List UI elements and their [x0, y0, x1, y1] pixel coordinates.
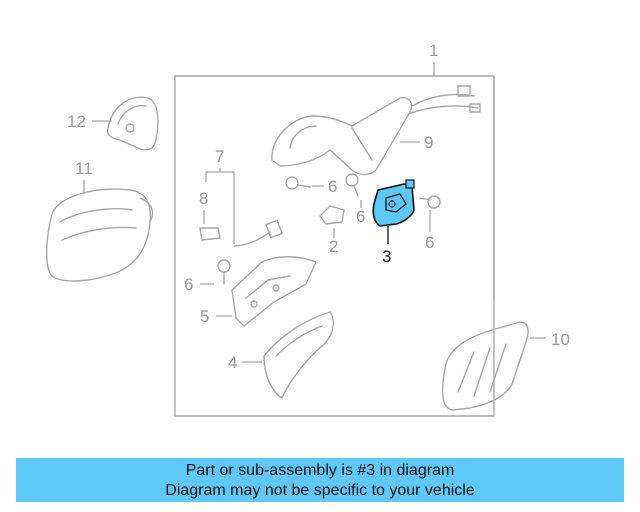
caption-line-1: Part or sub-assembly is #3 in diagram [185, 462, 455, 479]
label-8: 8 [199, 189, 208, 208]
label-2: 2 [329, 237, 338, 256]
label-6c: 6 [425, 233, 434, 252]
part-11-mirror-housing [46, 188, 154, 282]
part-10-mirror-glass [441, 321, 529, 411]
part-4-lower-cover [263, 311, 334, 399]
part-7-wire-harness [233, 219, 283, 247]
part-6-screw-c [419, 195, 441, 209]
label-10: 10 [551, 330, 570, 349]
label-4: 4 [228, 353, 237, 372]
part-2-cap [319, 205, 345, 225]
label-7: 7 [215, 147, 224, 166]
part-9-mirror-base [271, 85, 481, 176]
part-6-screw-b [345, 173, 359, 197]
label-1: 1 [429, 41, 438, 60]
part-12-cover [106, 96, 159, 151]
label-3: 3 [382, 247, 391, 266]
part-6-screw-d [217, 259, 231, 285]
label-9: 9 [424, 133, 433, 152]
caption-banner: Part or sub-assembly is #3 in diagram Di… [16, 458, 624, 502]
parts-diagram: 1 12 11 9 7 8 6 [46, 41, 570, 417]
caption-line-2: Diagram may not be specific to your vehi… [165, 482, 475, 499]
label-12: 12 [67, 112, 86, 131]
part-6-screw-a [285, 176, 311, 190]
part-3-actuator-highlighted [372, 179, 415, 227]
label-11: 11 [75, 159, 93, 178]
part-8-connector [199, 227, 221, 241]
leader-7 [205, 168, 235, 244]
assembly-outline [174, 75, 495, 417]
label-6b: 6 [356, 207, 365, 226]
part-5-bracket [231, 256, 317, 327]
label-6d: 6 [184, 275, 193, 294]
label-5: 5 [200, 307, 209, 326]
label-6a: 6 [328, 177, 337, 196]
